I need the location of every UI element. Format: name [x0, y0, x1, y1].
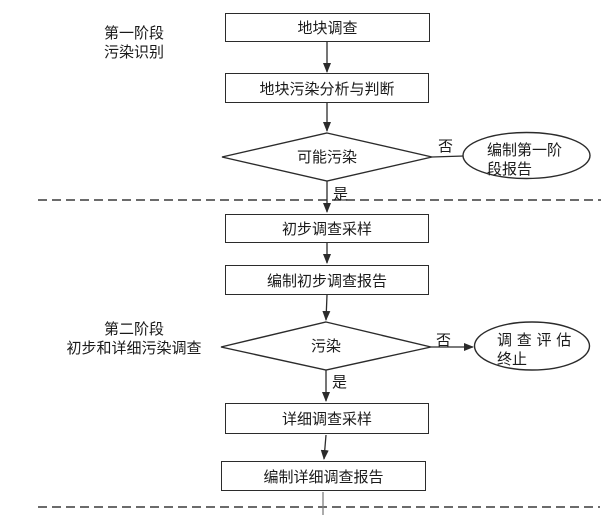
- process-box-detail-sampling: 详细调查采样: [225, 403, 429, 434]
- terminal-ellipse-terminate: [473, 321, 591, 371]
- no-label-decision1: 否: [438, 137, 454, 155]
- process-box-prelim-sampling: 初步调查采样: [225, 214, 429, 243]
- yes-label-decision1: 是: [333, 185, 349, 203]
- decision-label-polluted: 污染: [310, 337, 341, 355]
- decision-diamond-polluted: [220, 321, 432, 371]
- terminal-label-phase1-report: 编制第一阶 段报告: [487, 141, 562, 179]
- connector-decision1-to-report1-line: [431, 155, 465, 158]
- terminal-label-terminate: 调 查 评 估 终止: [497, 331, 571, 369]
- terminal-terminate-line2: 终止: [497, 350, 528, 368]
- stage1-label-line2: 污染识别: [103, 43, 164, 61]
- stage2-label-line2: 初步和详细污染调查: [66, 339, 202, 357]
- stage2-label-line1: 第二阶段: [103, 320, 164, 338]
- process-box-pollution-analysis: 地块污染分析与判断: [225, 73, 429, 103]
- stage1-label-line1: 第一阶段: [103, 24, 164, 42]
- decision-diamond-maybe-polluted: [221, 132, 433, 182]
- no-label-decision2: 否: [436, 331, 452, 349]
- connector-prelim-report-to-decision2-arrow: [322, 294, 331, 321]
- process-box-detail-report: 编制详细调查报告: [221, 461, 426, 491]
- process-box-site-survey: 地块调查: [225, 13, 430, 42]
- terminal-phase1-report-line2: 段报告: [487, 160, 533, 178]
- terminal-terminate-line1: 调 查 评 估: [497, 331, 572, 349]
- decision-label-maybe-polluted: 可能污染: [296, 148, 357, 166]
- stage2-label: 第二阶段 初步和详细污染调查: [54, 320, 214, 358]
- terminal-ellipse-phase1-report: [462, 131, 591, 180]
- connector-detail-sampling-to-report-arrow: [320, 434, 329, 460]
- yes-label-decision2: 是: [332, 373, 348, 391]
- process-box-prelim-report: 编制初步调查报告: [225, 265, 429, 295]
- stage1-label: 第一阶段 污染识别: [59, 24, 209, 62]
- terminal-phase1-report-line1: 编制第一阶: [487, 141, 563, 159]
